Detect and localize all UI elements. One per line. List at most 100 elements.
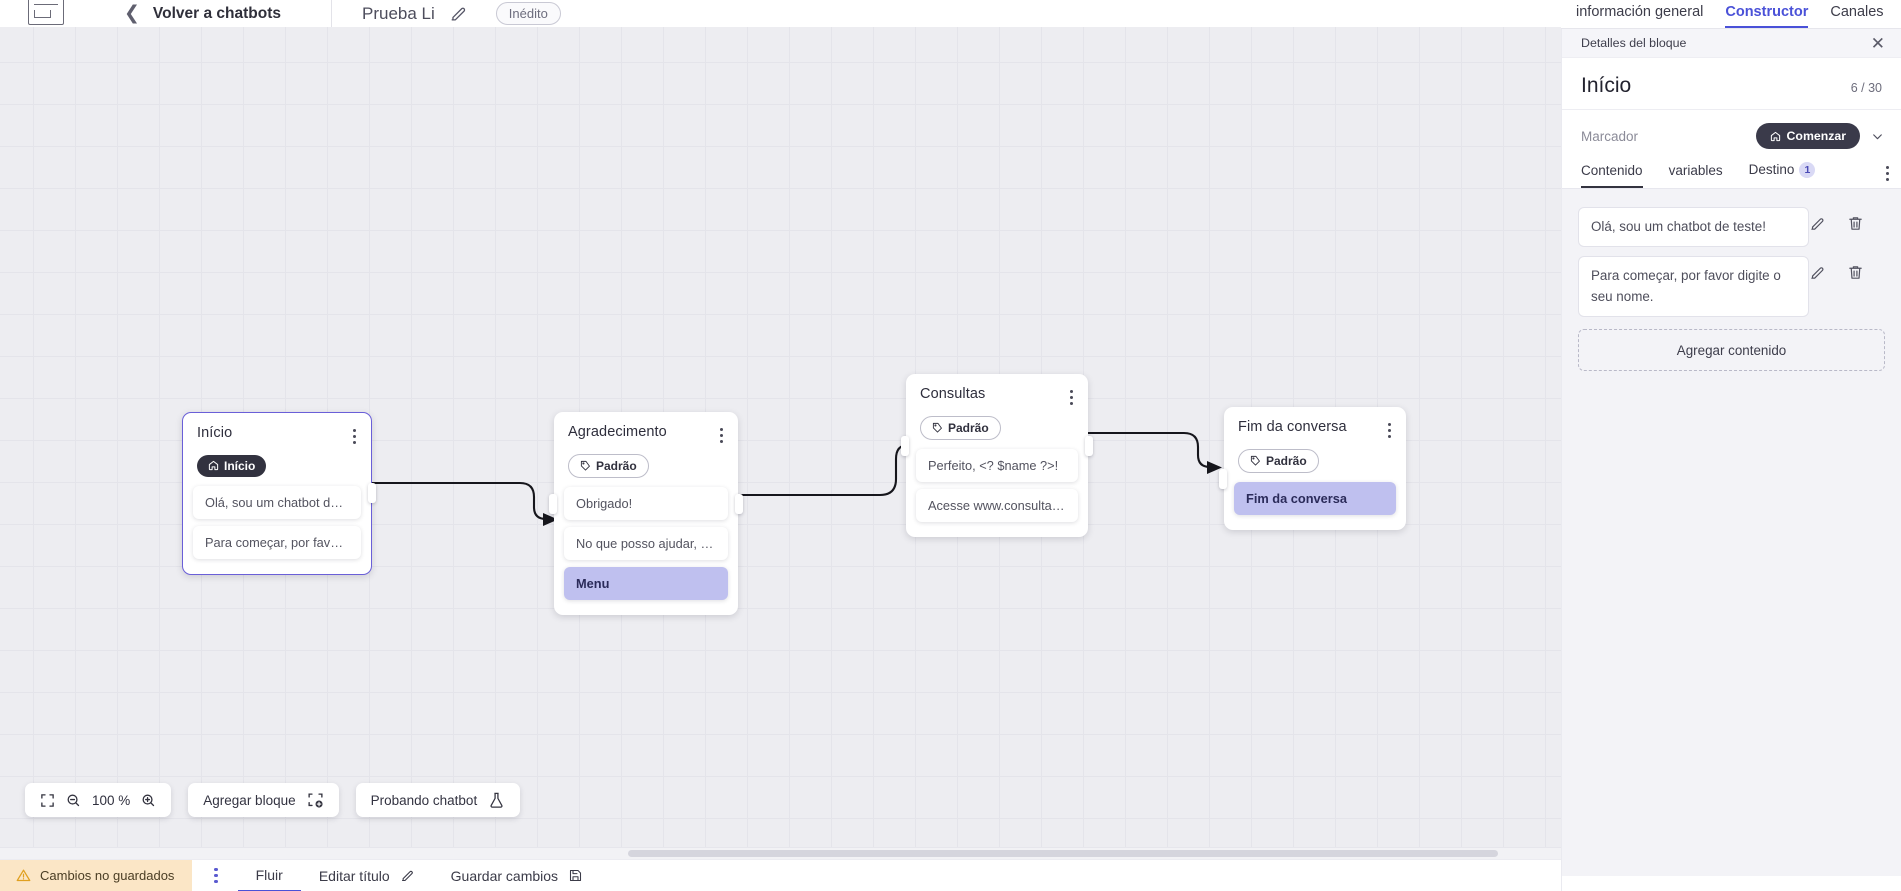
- scrollbar-thumb[interactable]: [628, 850, 1498, 857]
- node-title: Início: [197, 425, 233, 441]
- flow-node-consultas[interactable]: Consultas Padrão Perfeito, <? $name ?>! …: [901, 374, 1093, 537]
- trash-icon[interactable]: [1847, 256, 1885, 281]
- node-message[interactable]: Perfeito, <? $name ?>!: [916, 448, 1078, 482]
- block-count-label: 6 / 30: [1850, 81, 1882, 95]
- node-badge-default: Padrão: [920, 415, 1001, 440]
- node-header: Início: [183, 413, 371, 448]
- node-input-port[interactable]: [901, 436, 909, 456]
- node-header: Consultas: [906, 374, 1088, 409]
- node-message-end[interactable]: Fim da conversa: [1234, 481, 1396, 515]
- node-menu-icon[interactable]: [350, 425, 359, 448]
- pencil-icon: [400, 868, 415, 883]
- flow-canvas[interactable]: Início Início Olá, sou um chatbot de tes…: [0, 27, 1561, 859]
- pencil-icon[interactable]: [1809, 256, 1847, 281]
- warning-triangle-icon: [16, 868, 31, 883]
- content-item-row: Para começar, por favor digite o seu nom…: [1578, 256, 1885, 318]
- node-output-port[interactable]: [735, 494, 743, 514]
- node-title: Agradecimento: [568, 424, 667, 440]
- node-input-port[interactable]: [1219, 469, 1227, 489]
- panel-more-icon[interactable]: [1885, 166, 1889, 181]
- right-tab-strip: información general Constructor Canales: [1561, 0, 1901, 29]
- pencil-icon[interactable]: [449, 4, 468, 23]
- node-badge-default: Padrão: [568, 453, 649, 478]
- flow-node-agradecimento[interactable]: Agradecimento Padrão Obrigado! No que po…: [549, 412, 743, 615]
- canvas-toolbar: 100 % Agregar bloque Probando chatbot: [25, 783, 521, 817]
- canvas-horizontal-scrollbar[interactable]: [0, 847, 1561, 859]
- node-badge-label: Padrão: [948, 420, 989, 435]
- marker-value-badge[interactable]: Comenzar: [1755, 123, 1860, 149]
- save-changes-button[interactable]: Guardar cambios: [433, 860, 601, 891]
- fit-screen-icon[interactable]: [40, 793, 55, 808]
- draft-status-badge: Inédito: [495, 2, 561, 25]
- zoom-out-icon[interactable]: [66, 793, 81, 808]
- add-block-icon: [307, 792, 324, 809]
- footer-more-icon[interactable]: [214, 868, 218, 883]
- marker-value-label: Comenzar: [1786, 129, 1846, 143]
- add-block-label: Agregar bloque: [203, 792, 296, 808]
- edit-title-button[interactable]: Editar título: [301, 860, 433, 891]
- tag-icon: [1250, 456, 1260, 466]
- node-message[interactable]: Para começar, por favor digite o ...: [193, 525, 361, 559]
- toolbar-divider: [330, 0, 332, 27]
- content-item-text[interactable]: Para começar, por favor digite o seu nom…: [1578, 256, 1809, 318]
- zoom-level-label: 100 %: [92, 792, 131, 808]
- unsaved-changes-label: Cambios no guardados: [40, 868, 175, 883]
- node-menu-icon[interactable]: [1385, 419, 1394, 442]
- node-input-port[interactable]: [549, 494, 557, 514]
- add-content-button[interactable]: Agregar contenido: [1578, 329, 1885, 372]
- bot-title: Prueba Li: [361, 3, 435, 23]
- home-icon: [1770, 131, 1780, 141]
- node-message[interactable]: Acesse www.consultas.com par...: [916, 488, 1078, 522]
- node-badge-row: Padrão: [554, 447, 738, 487]
- add-block-button[interactable]: Agregar bloque: [188, 783, 339, 817]
- panel-title-row: Início 6 / 30: [1562, 58, 1901, 110]
- node-menu-icon[interactable]: [1067, 386, 1076, 409]
- node-output-port[interactable]: [1085, 436, 1093, 456]
- save-changes-label: Guardar cambios: [450, 867, 559, 884]
- footer-tab-fluir[interactable]: Fluir: [237, 860, 301, 891]
- footer-bar: Cambios no guardados Fluir Editar título…: [0, 859, 1561, 891]
- tag-icon: [580, 461, 590, 471]
- tab-canales[interactable]: Canales: [1830, 4, 1884, 20]
- back-to-chatbots-link[interactable]: Volver a chatbots: [152, 4, 281, 22]
- tab-informacion-general[interactable]: información general: [1576, 4, 1704, 20]
- panel-header-title: Detalles del bloque: [1581, 36, 1687, 50]
- tab-destino-count: 1: [1799, 162, 1816, 178]
- tab-constructor[interactable]: Constructor: [1725, 4, 1809, 28]
- node-message-menu[interactable]: Menu: [564, 566, 728, 600]
- zoom-in-icon[interactable]: [141, 793, 156, 808]
- marker-label: Marcador: [1581, 128, 1639, 144]
- node-header: Fim da conversa: [1224, 407, 1406, 442]
- tab-contenido[interactable]: Contenido: [1581, 163, 1643, 188]
- node-header: Agradecimento: [554, 412, 738, 447]
- edit-title-label: Editar título: [318, 867, 390, 884]
- node-message[interactable]: No que posso ajudar, <? $name ...: [564, 526, 728, 560]
- node-message[interactable]: Olá, sou um chatbot de teste!: [193, 485, 361, 519]
- app-logo-icon[interactable]: [28, 0, 64, 25]
- zoom-controls: 100 %: [25, 783, 172, 817]
- chevron-down-icon[interactable]: [1871, 130, 1884, 143]
- node-output-port[interactable]: [368, 483, 376, 503]
- node-badge-row: Padrão: [1224, 442, 1406, 482]
- node-title: Fim da conversa: [1238, 419, 1347, 435]
- panel-header: Detalles del bloque ✕: [1562, 29, 1901, 58]
- flow-node-fim-da-conversa[interactable]: Fim da conversa Padrão Fim da conversa: [1219, 407, 1406, 530]
- marker-select[interactable]: Comenzar: [1755, 123, 1884, 149]
- pencil-icon[interactable]: [1809, 207, 1847, 232]
- chevron-left-icon[interactable]: ❮: [124, 2, 140, 24]
- content-item-row: Olá, sou um chatbot de teste!: [1578, 207, 1885, 248]
- tab-variables[interactable]: variables: [1668, 163, 1723, 178]
- node-menu-icon[interactable]: [717, 424, 726, 447]
- node-message[interactable]: Obrigado!: [564, 486, 728, 520]
- node-title: Consultas: [920, 386, 986, 402]
- save-disk-icon: [568, 868, 583, 883]
- close-icon[interactable]: ✕: [1870, 33, 1885, 53]
- content-item-text[interactable]: Olá, sou um chatbot de teste!: [1578, 207, 1809, 248]
- block-details-panel: Detalles del bloque ✕ Início 6 / 30 Marc…: [1561, 29, 1901, 891]
- flow-node-inicio[interactable]: Início Início Olá, sou um chatbot de tes…: [182, 412, 376, 575]
- test-chatbot-button[interactable]: Probando chatbot: [355, 783, 521, 817]
- trash-icon[interactable]: [1847, 207, 1885, 232]
